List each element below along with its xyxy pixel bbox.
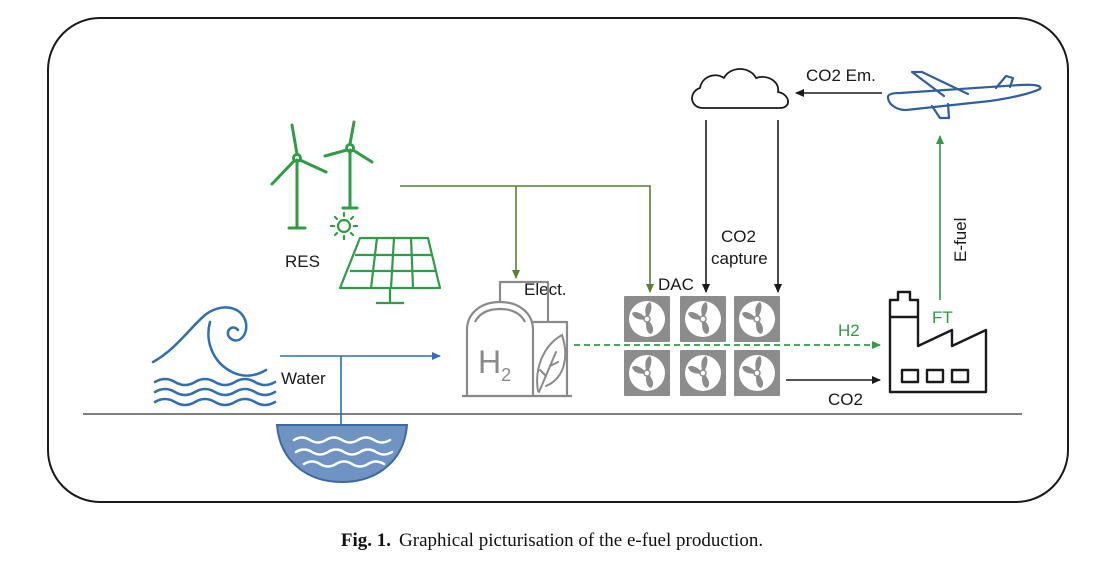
wind-turbine-icon: [270, 123, 328, 230]
leaf-icon: [536, 333, 567, 393]
electricity-flow-arrow: [400, 185, 654, 293]
co2-capture-label-line1: CO2: [721, 227, 756, 246]
dac-fan-icon: [733, 295, 781, 343]
e-fuel-diagram: RES Elect. Water H2: [47, 17, 1069, 503]
e-fuel-label: E-fuel: [951, 218, 970, 262]
h2-label: H2: [838, 321, 860, 340]
factory-icon: [888, 290, 988, 394]
dac-label: DAC: [658, 275, 694, 294]
dac-fan-icon: [623, 349, 671, 397]
cloud-icon: [691, 68, 789, 109]
airplane-icon: [886, 70, 1042, 120]
hydrogen-tank-icon: [462, 280, 572, 398]
wave-icon: [151, 306, 277, 407]
co2-em-label: CO2 Em.: [806, 66, 876, 85]
h2-tank-symbol: H2: [478, 344, 511, 385]
dac-unit: [623, 295, 781, 397]
caption-text: Graphical picturisation of the e-fuel pr…: [399, 530, 764, 551]
dac-fan-icon: [733, 349, 781, 397]
water-label: Water: [281, 369, 326, 388]
co2-capture-arrow: [702, 120, 782, 293]
elect-label: Elect.: [524, 280, 567, 299]
dac-fan-icon: [679, 349, 727, 397]
dac-fan-icon: [679, 295, 727, 343]
water-basin-icon: [275, 424, 409, 484]
solar-panel-icon: [338, 236, 442, 305]
sun-icon: [329, 211, 359, 241]
figure-number: Fig. 1.: [340, 530, 392, 551]
co2-label: CO2: [828, 390, 863, 409]
dac-fan-icon: [623, 295, 671, 343]
ft-label: FT: [932, 308, 953, 327]
figure-caption: Fig. 1. Graphical picturisation of the e-…: [0, 530, 1104, 552]
diagram-frame: [47, 17, 1069, 503]
water-flow-arrow: [280, 352, 441, 430]
wind-turbine-icon: [323, 120, 374, 210]
res-label: RES: [285, 252, 320, 271]
co2-capture-label-line2: capture: [711, 249, 768, 268]
